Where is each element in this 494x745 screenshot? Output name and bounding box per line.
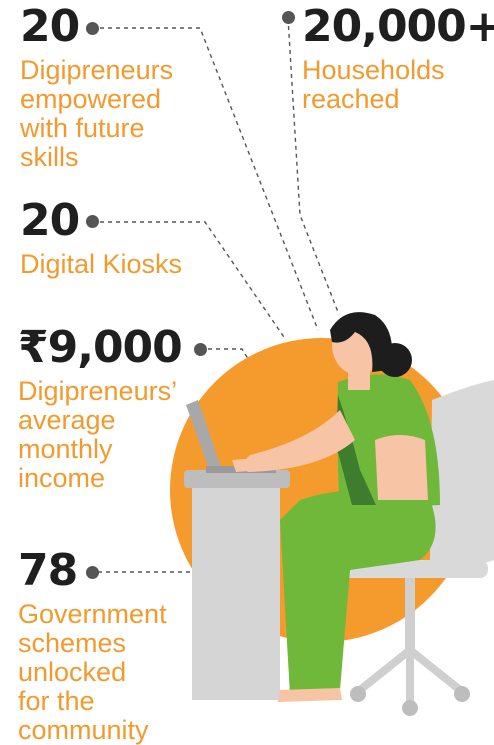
desk-shape [184, 470, 290, 700]
chair-shape [338, 380, 494, 716]
stat-value: 78 [18, 545, 78, 596]
stat-income: ₹9,000 Digipreneurs’ average monthly inc… [18, 322, 183, 493]
connector-dot-icon [86, 22, 99, 35]
connector-dot-icon [86, 215, 99, 228]
stat-value: 20,000+ [302, 1, 494, 52]
stat-digipreneurs: 20 Digipreneurs empowered with future sk… [20, 4, 173, 172]
connector-line-kiosks [100, 221, 287, 341]
connector-dot-icon [194, 343, 207, 356]
stat-value: ₹9,000 [18, 322, 183, 373]
stat-label: Digipreneurs’ average monthly income [18, 376, 178, 493]
stat-label: Digipreneurs empowered with future skill… [20, 55, 174, 172]
stat-households: 20,000+ Households reached [302, 4, 494, 114]
woman-shape [232, 312, 440, 702]
stat-label: Digital Kiosks [20, 249, 183, 279]
stat-kiosks: 20 Digital Kiosks [20, 198, 182, 279]
connector-line-income [208, 348, 251, 363]
stat-label: Households reached [302, 55, 445, 114]
stat-value: 20 [20, 1, 80, 52]
connector-line-households [287, 17, 339, 313]
connector-line-skills [100, 27, 319, 331]
stat-value: 20 [20, 195, 80, 246]
connector-dot-icon [86, 566, 99, 579]
connector-dot-icon [282, 11, 295, 24]
stat-schemes: 78 Government schemes unlocked for the c… [18, 548, 167, 745]
stat-label: Government schemes unlocked for the comm… [18, 599, 167, 745]
